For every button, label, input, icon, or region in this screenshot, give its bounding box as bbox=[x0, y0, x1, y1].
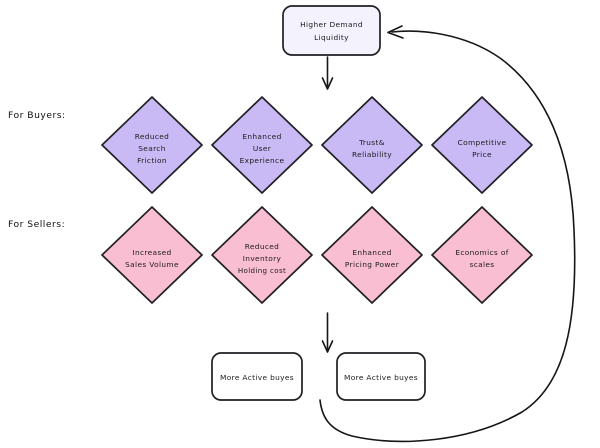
edge-feedback-loop bbox=[319, 25, 576, 443]
bottom-box-label-0: More Active buyes bbox=[220, 373, 294, 382]
node-more-active-buyes-left[interactable]: More Active buyes bbox=[211, 352, 303, 401]
node-reduced-inventory-holding-cost[interactable]: Reduced Inventory Holding cost bbox=[211, 206, 313, 304]
seller-diamond-shape-1 bbox=[211, 206, 313, 304]
buyer-diamond-label-1-line1: User bbox=[253, 144, 272, 153]
bottom-box-shape-0 bbox=[211, 352, 303, 401]
edge-sellers-to-bottom bbox=[321, 312, 334, 353]
seller-diamond-label-0-line0: Increased bbox=[132, 248, 171, 257]
buyer-diamond-label-1-line2: Experience bbox=[240, 156, 285, 165]
seller-diamond-label-1-line0: Reduced bbox=[245, 242, 279, 251]
seller-diamond-label-2-line0: Enhanced bbox=[352, 248, 391, 257]
row-label-buyers: For Buyers: bbox=[8, 110, 66, 121]
buyer-diamond-label-0-line0: Reduced bbox=[135, 132, 169, 141]
edge-sellers-to-bottom-arrowhead bbox=[321, 340, 334, 353]
seller-diamond-shape-2 bbox=[321, 206, 423, 304]
buyer-diamond-label-3-line1: Price bbox=[472, 150, 492, 159]
seller-diamond-label-2-line1: Pricing Power bbox=[345, 260, 400, 269]
buyer-diamond-shape-1 bbox=[211, 96, 313, 194]
bottom-box-label-1: More Active buyes bbox=[344, 373, 418, 382]
row-label-sellers: For Sellers: bbox=[8, 219, 65, 230]
edge-feedback-loop-arrowhead bbox=[387, 25, 404, 39]
node-reduced-search-friction[interactable]: Reduced Search Friction bbox=[101, 96, 203, 194]
node-higher-demand-liquidity[interactable]: Higher Demand Liquidity bbox=[282, 5, 381, 56]
node-enhanced-pricing-power[interactable]: Enhanced Pricing Power bbox=[321, 206, 423, 304]
bottom-box-shape-1 bbox=[336, 352, 426, 401]
seller-diamond-label-1-line1: Inventory bbox=[243, 254, 282, 263]
edge-top-to-buyers-arrowhead bbox=[321, 77, 334, 90]
seller-diamond-label-0-line1: Sales Volume bbox=[125, 260, 179, 269]
top-node-label-line1: Higher Demand bbox=[300, 20, 363, 29]
seller-diamond-label-3-line1: scales bbox=[470, 260, 495, 269]
buyer-diamond-label-2-line1: Reliability bbox=[352, 150, 392, 159]
seller-diamond-label-1-line2: Holding cost bbox=[238, 266, 286, 275]
buyer-diamond-label-1-line0: Enhanced bbox=[242, 132, 281, 141]
top-node-label-line2: Liquidity bbox=[314, 33, 349, 42]
buyer-diamond-shape-0 bbox=[101, 96, 203, 194]
buyer-diamond-label-2-line0: Trust& bbox=[358, 138, 385, 147]
seller-diamond-shape-0 bbox=[101, 206, 203, 304]
buyer-diamond-label-0-line2: Friction bbox=[137, 156, 167, 165]
node-more-active-buyes-right[interactable]: More Active buyes bbox=[336, 352, 426, 401]
node-increased-sales-volume[interactable]: Increased Sales Volume bbox=[101, 206, 203, 304]
top-node-shape bbox=[282, 5, 381, 56]
node-trust-reliability[interactable]: Trust& Reliability bbox=[321, 96, 423, 194]
buyer-diamond-label-0-line1: Search bbox=[138, 144, 166, 153]
buyer-diamond-shape-3 bbox=[431, 96, 533, 194]
seller-diamond-shape-3 bbox=[431, 206, 533, 304]
edge-feedback-loop-line bbox=[319, 30, 576, 443]
node-economics-of-scales[interactable]: Economics of scales bbox=[431, 206, 533, 304]
node-enhanced-user-experience[interactable]: Enhanced User Experience bbox=[211, 96, 313, 194]
buyer-diamond-shape-2 bbox=[321, 96, 423, 194]
node-competitive-price[interactable]: Competitive Price bbox=[431, 96, 533, 194]
edge-top-to-buyers bbox=[321, 56, 334, 90]
buyer-diamond-label-3-line0: Competitive bbox=[458, 138, 507, 147]
seller-diamond-label-3-line0: Economics of bbox=[455, 248, 508, 257]
